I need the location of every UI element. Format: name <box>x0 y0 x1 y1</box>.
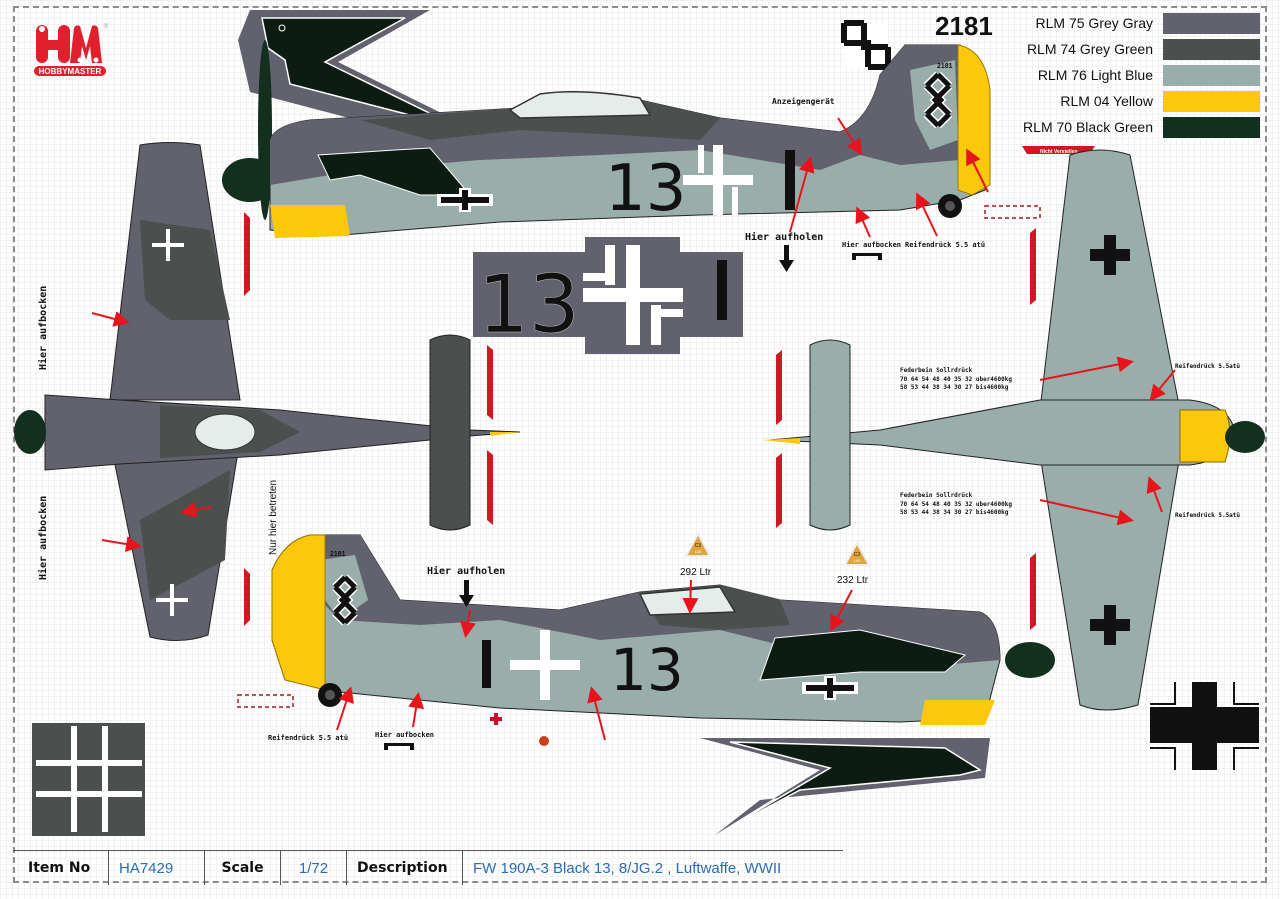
code-number: 13 <box>478 258 580 351</box>
scale-label: Scale <box>205 851 281 885</box>
hier-aufbocken-label: Hier aufbocken <box>842 241 901 249</box>
color-legend: RLM 75 Grey Gray RLM 74 Grey Green RLM 7… <box>1000 10 1260 140</box>
wing-cross-decal-grey <box>32 723 145 836</box>
legend-item-rlm75: RLM 75 Grey Gray <box>1000 10 1260 36</box>
legend-label: RLM 04 Yellow <box>1060 93 1153 109</box>
fuselage-number-13: 13 <box>605 152 686 226</box>
registered-mark: ® <box>104 23 109 30</box>
color-swatch <box>1163 12 1260 34</box>
hier-aufholen-bottom-label: Hier aufholen <box>427 565 505 577</box>
legend-item-rlm04: RLM 04 Yellow <box>1000 88 1260 114</box>
down-arrow-icon <box>459 580 474 607</box>
down-arrow-icon <box>779 245 794 272</box>
description-value: FW 190A-3 Black 13, 8/JG.2 , Luftwaffe, … <box>473 859 782 877</box>
eagle-emblem-top <box>238 10 480 136</box>
werknummer-large: 2181 <box>935 11 993 41</box>
hobbymaster-logo: HOBBYMASTER ® <box>30 20 110 80</box>
nicht-verstellen-label: Nicht Verstellen <box>1040 149 1078 155</box>
eagle-emblem-bottom <box>700 738 990 835</box>
federbein-row2-1: 58 53 44 38 34 30 27 bis4600kg <box>900 384 1009 391</box>
reifendruck-underside-1: Reifendrück 5.5atü <box>1175 363 1240 370</box>
fuel-front-label: 292 Ltr <box>680 567 712 578</box>
color-swatch <box>1163 90 1260 112</box>
legend-label: RLM 74 Grey Green <box>1026 41 1153 57</box>
nur-hier-betreten-label: Nur hier betreten <box>268 480 279 555</box>
fuselage-code-decal: 13 <box>473 237 743 354</box>
color-swatch <box>1163 38 1260 60</box>
tail-werknummer-bottom: 2181 <box>330 551 346 558</box>
hier-aufbocken-vertical-2: Hier aufbocken <box>37 496 49 580</box>
dashed-border <box>13 6 1267 883</box>
federbein-row2-2: 58 53 44 38 34 30 27 bis4600kg <box>900 509 1009 516</box>
legend-item-rlm74: RLM 74 Grey Green <box>1000 36 1260 62</box>
logo-text: HOBBYMASTER <box>39 67 102 76</box>
color-swatch <box>1163 64 1260 86</box>
legend-label: RLM 76 Light Blue <box>1037 67 1153 83</box>
federbein-row1-1: 70 64 54 48 40 35 32 uber4600kg <box>900 376 1012 383</box>
wing-cross-decal-black <box>1150 682 1259 770</box>
nicht-verstellen-tags <box>244 212 1036 630</box>
fuel-triangle-rear: C3 100 <box>843 540 871 566</box>
federbein-title-1: Federbein Sollrdrück <box>900 367 973 374</box>
federbein-row1-2: 70 64 54 48 40 35 32 uber4600kg <box>900 501 1012 508</box>
hier-aufbocken-bottom-label: Hier aufbocken <box>375 731 434 739</box>
fuel-rear-label: 232 Ltr <box>837 575 869 586</box>
reifendruck-bottom-label: Reifendrück 5.5 atü <box>268 734 348 742</box>
description-label: Description <box>347 851 463 885</box>
reifendruck-label: Reifendrück 5.5 atü <box>905 241 985 249</box>
hier-aufholen-label: Hier aufholen <box>745 231 823 243</box>
svg-text:C3: C3 <box>695 543 702 549</box>
hier-aufbocken-vertical-1: Hier aufbocken <box>37 286 49 370</box>
anzeigengeraet-label: Anzeigengerät <box>772 96 835 106</box>
legend-label: RLM 75 Grey Gray <box>1035 15 1153 31</box>
item-no-label: Item No <box>13 851 109 885</box>
underside-view <box>762 149 1265 711</box>
legend-item-rlm70: RLM 70 Black Green <box>1000 114 1260 140</box>
svg-text:100: 100 <box>695 549 702 554</box>
tail-swastika-large <box>841 20 891 70</box>
fuselage-number-13-bottom: 13 <box>610 636 684 704</box>
svg-text:100: 100 <box>854 558 861 563</box>
legend-label: RLM 70 Black Green <box>1023 119 1153 135</box>
side-profile-top: 13 2181 <box>222 40 991 238</box>
legend-item-rlm76: RLM 76 Light Blue <box>1000 62 1260 88</box>
federbein-title-2: Federbein Sollrdrück <box>900 492 973 499</box>
item-no-value: HA7429 <box>109 851 205 885</box>
reifendruck-underside-2: Reifendrück 5.5atü <box>1175 512 1240 519</box>
fuel-triangle-front: C3 100 <box>684 531 712 557</box>
svg-text:C3: C3 <box>854 552 861 558</box>
tail-werknummer: 2181 <box>937 63 953 70</box>
product-info-bar: Item No HA7429 Scale 1/72 Description FW… <box>13 850 843 885</box>
top-view <box>14 142 521 641</box>
scale-value: 1/72 <box>281 851 347 885</box>
side-profile-bottom: 13 2181 <box>271 534 1055 725</box>
color-swatch <box>1163 116 1260 138</box>
